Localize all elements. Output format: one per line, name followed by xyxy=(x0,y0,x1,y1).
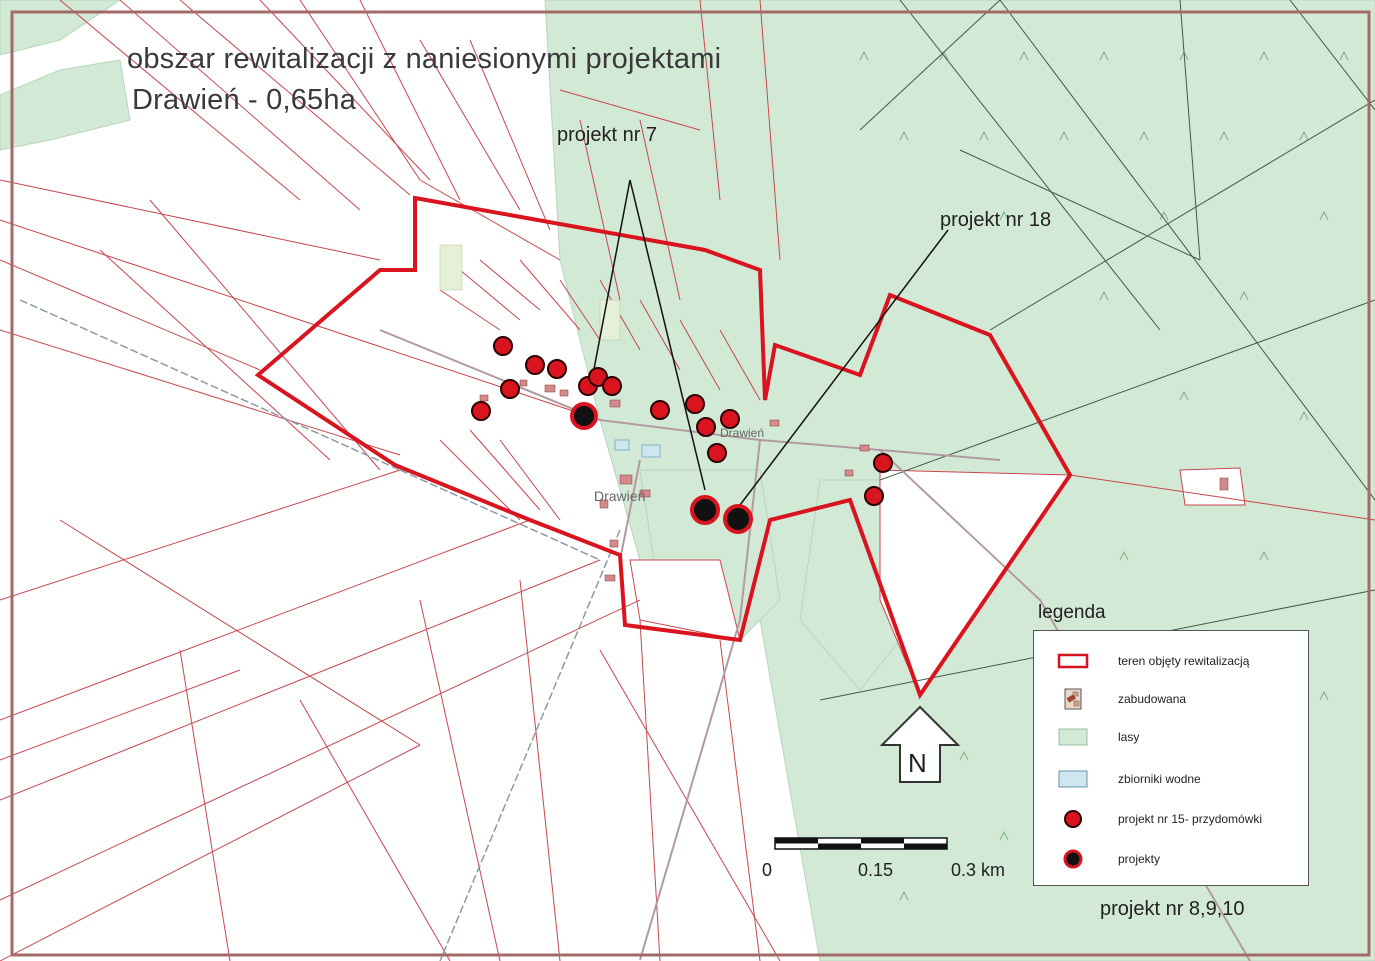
legend-label: projekt nr 15- przydomówki xyxy=(1118,812,1263,826)
legend-item: projekt nr 15- przydomówki xyxy=(1034,805,1308,835)
annotation-projekt-8-9-10: projekt nr 8,9,10 xyxy=(1100,898,1245,920)
forest-division-lines xyxy=(819,0,1375,701)
buildings xyxy=(479,379,1229,582)
water-swatch-icon xyxy=(1058,770,1088,788)
project-15-dot xyxy=(500,379,520,399)
legend-item: teren objęty rewitalizacją xyxy=(1034,647,1308,677)
legend-label: teren objęty rewitalizacją xyxy=(1118,654,1250,668)
legend-item: zbiorniki wodne xyxy=(1034,765,1308,795)
project-15-dot xyxy=(707,443,727,463)
project-black-dot xyxy=(723,504,753,534)
legend-item: projekty xyxy=(1034,845,1308,875)
scale-label-0-15: 0.15 xyxy=(858,860,894,880)
forest-swatch-icon xyxy=(1058,728,1088,746)
map-title: obszar rewitalizacji z naniesionymi proj… xyxy=(127,43,722,75)
water-bodies xyxy=(614,439,661,458)
buildings-icon xyxy=(1064,688,1082,710)
project-black-dot xyxy=(690,495,720,525)
revitalization-boundary xyxy=(254,195,1073,700)
black-dot-icon xyxy=(1063,849,1083,869)
project-15-dot xyxy=(588,367,608,387)
railway xyxy=(19,299,621,961)
scale-label-0: 0 xyxy=(762,860,773,880)
legend-label: zabudowana xyxy=(1118,692,1187,706)
legend-item: zabudowana xyxy=(1034,685,1308,715)
legend-box: teren objęty rewitalizacją zabudowana la… xyxy=(1033,630,1309,886)
scale-label-0-3-km: 0.3 km xyxy=(951,860,1006,880)
annotation-projekt-18: projekt nr 18 xyxy=(940,209,1052,231)
place-name-drawien: Drawień xyxy=(594,488,646,504)
clearings xyxy=(629,467,1246,697)
project-15-dot xyxy=(864,486,884,506)
north-arrow-icon xyxy=(879,705,961,783)
legend-item: lasy xyxy=(1034,723,1308,753)
project-15-dot xyxy=(471,401,491,421)
project-15-dot xyxy=(696,417,716,437)
leader-lines xyxy=(589,179,949,506)
legend-title: legenda xyxy=(1038,602,1106,623)
project-15-dot xyxy=(525,355,545,375)
project-markers xyxy=(471,336,893,534)
red-outline-rect-icon xyxy=(1057,653,1089,669)
project-15-dot xyxy=(685,394,705,414)
north-arrow-label: N xyxy=(908,748,927,778)
legend-label: zbiorniki wodne xyxy=(1118,772,1201,786)
map-subtitle: Drawień - 0,65ha xyxy=(132,84,357,116)
project-15-dot xyxy=(650,400,670,420)
project-15-dot xyxy=(547,359,567,379)
annotation-projekt-7: projekt nr 7 xyxy=(557,124,658,146)
legend-label: lasy xyxy=(1118,730,1140,744)
project-15-dot xyxy=(602,376,622,396)
project-15-dot xyxy=(493,336,513,356)
project-15-dot xyxy=(720,409,740,429)
place-name-drawien-east: Drawień xyxy=(720,426,765,440)
legend-label: projekty xyxy=(1118,852,1161,866)
project-15-dot xyxy=(873,453,893,473)
tree-symbols xyxy=(859,50,1349,901)
scale-bar xyxy=(774,837,948,850)
red-dot-icon xyxy=(1064,810,1082,828)
project-black-dot xyxy=(570,402,598,430)
